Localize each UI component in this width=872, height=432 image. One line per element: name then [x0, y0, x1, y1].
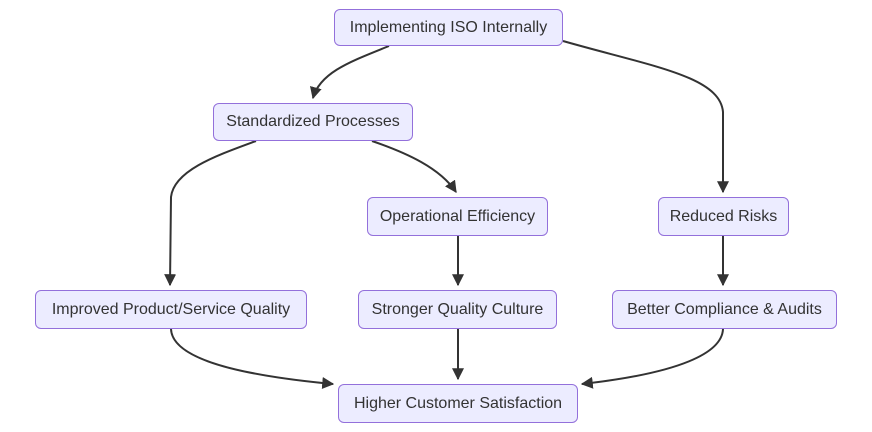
node-improved-product-service-quality: Improved Product/Service Quality — [35, 290, 307, 329]
node-implementing-iso-internally: Implementing ISO Internally — [334, 9, 563, 46]
edge-implementing-to-standardized — [310, 45, 390, 100]
node-reduced-risks: Reduced Risks — [658, 197, 789, 236]
node-stronger-quality-culture: Stronger Quality Culture — [358, 290, 557, 329]
edge-compliance-to-higher — [580, 328, 724, 389]
edge-implementing-to-reduced — [562, 40, 729, 194]
node-better-compliance-audits: Better Compliance & Audits — [612, 290, 837, 329]
node-higher-customer-satisfaction: Higher Customer Satisfaction — [338, 384, 578, 423]
edge-standardized-to-improved — [164, 140, 257, 287]
node-standardized-processes: Standardized Processes — [213, 103, 413, 141]
edge-improved-to-higher — [170, 328, 335, 389]
edge-standardized-to-operational — [371, 140, 457, 193]
node-operational-efficiency: Operational Efficiency — [367, 197, 548, 236]
